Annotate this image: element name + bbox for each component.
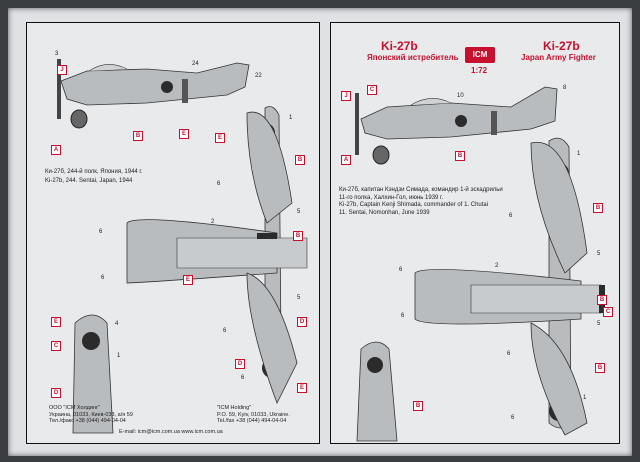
- r-callout-5b: 5: [597, 321, 601, 327]
- r-callout-8: 8: [563, 85, 567, 91]
- r-marker-C2: C: [603, 307, 613, 317]
- r-callout-6: 6: [509, 213, 513, 219]
- right-aircraft-drawings: [355, 86, 605, 442]
- callout-1b: 1: [117, 353, 121, 359]
- footer-address-en: "ICM Holding" P.O. 59, Kyiv, 01033, Ukra…: [217, 405, 290, 424]
- r-marker-B4: B: [595, 363, 605, 373]
- callout-24: 24: [192, 61, 199, 67]
- callout-2: 2: [211, 219, 215, 225]
- r-marker-C: C: [367, 85, 377, 95]
- title-en: Japan Army Fighter: [521, 53, 596, 62]
- r-marker-B5: B: [413, 401, 423, 411]
- r-marker-J: J: [341, 91, 351, 101]
- r-callout-10: 10: [457, 93, 464, 99]
- marker-D: D: [297, 317, 307, 327]
- caption-en: Ki-27b, 244. Sentai, Japan, 1944: [45, 178, 133, 184]
- marker-E2: E: [215, 133, 225, 143]
- callout-4: 4: [115, 321, 119, 327]
- marker-D3: D: [235, 359, 245, 369]
- marker-A: A: [51, 145, 61, 155]
- callout-6e: 6: [241, 375, 245, 381]
- r-callout-2: 2: [495, 263, 499, 269]
- left-profile-panel: 3 24 22 1 6 2 5 6 6 5 6 4 1 6 J A B E E …: [26, 22, 320, 444]
- left-side-hinomaru: [161, 81, 173, 93]
- footer-email: E-mail: icm@icm.com.ua www.icm.com.ua: [119, 429, 223, 435]
- marker-B3: B: [293, 231, 303, 241]
- callout-5b: 5: [297, 295, 301, 301]
- marker-J: J: [57, 65, 67, 75]
- r-marker-B2: B: [593, 203, 603, 213]
- right-profile-panel: Ki-27b Японский истребитель ICM 1:72 Ki-…: [330, 22, 620, 444]
- marker-E3: E: [183, 275, 193, 285]
- left-tail-detail: [72, 314, 114, 434]
- icm-logo: ICM: [465, 47, 495, 63]
- callout-5: 5: [297, 209, 301, 215]
- r-marker-B: B: [455, 151, 465, 161]
- marker-C: C: [51, 341, 61, 351]
- callout-3: 3: [55, 51, 59, 57]
- callout-6: 6: [217, 181, 221, 187]
- marker-E5: E: [297, 383, 307, 393]
- callout-6d: 6: [223, 328, 227, 334]
- right-tail-detail: [356, 341, 398, 442]
- r-marker-B3: B: [597, 295, 607, 305]
- r-marker-A: A: [341, 155, 351, 165]
- r-callout-6c: 6: [401, 313, 405, 319]
- marker-B2: B: [295, 155, 305, 165]
- left-aircraft-drawings: [57, 59, 308, 434]
- instruction-sheet: 3 24 22 1 6 2 5 6 6 5 6 4 1 6 J A B E E …: [8, 8, 632, 456]
- right-side-profile: [355, 86, 558, 165]
- marker-E: E: [179, 129, 189, 139]
- marker-D2: D: [51, 388, 61, 398]
- r-callout-1b: 1: [583, 395, 587, 401]
- title-ru: Японский истребитель: [367, 53, 459, 62]
- r-callout-5: 5: [597, 251, 601, 257]
- title-ru-model: Ki-27b: [381, 39, 418, 53]
- r-callout-6d: 6: [507, 351, 511, 357]
- r-callout-6e: 6: [511, 415, 515, 421]
- callout-22: 22: [255, 73, 262, 79]
- left-side-profile: [57, 59, 250, 129]
- callout-1: 1: [289, 115, 293, 121]
- r-callout-6b: 6: [399, 267, 403, 273]
- caption-ru: Ки-27б, 244-й полк, Япония, 1944 г.: [45, 169, 143, 175]
- right-top-view: [414, 137, 605, 436]
- marker-B: B: [133, 131, 143, 141]
- title-en-model: Ki-27b: [543, 39, 580, 53]
- r-callout-1: 1: [577, 151, 581, 157]
- footer-address-ru: ООО "ICM Холдинг" Украина, 01033, Киев-0…: [49, 405, 133, 424]
- left-top-view: [126, 106, 308, 404]
- callout-6b: 6: [99, 229, 103, 235]
- scale-label: 1:72: [471, 66, 488, 75]
- callout-6c: 6: [101, 275, 105, 281]
- marker-E4: E: [51, 317, 61, 327]
- right-caption: Ки-27б, капитан Кэндзи Симада, командир …: [339, 187, 503, 216]
